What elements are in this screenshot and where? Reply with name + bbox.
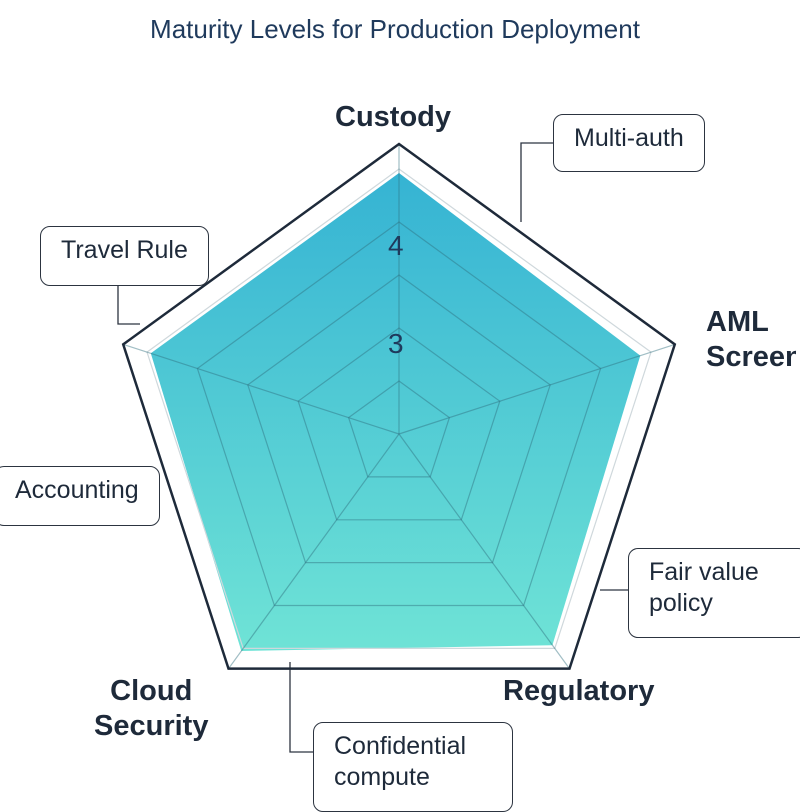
callout-multi-auth: Multi-auth <box>553 114 705 172</box>
axis-label-cloud-line1: Cloud <box>110 675 193 707</box>
tick-label-3: 3 <box>388 328 404 359</box>
chart-title: Maturity Levels for Production Deploymen… <box>150 14 640 44</box>
callout-confidential-line2: compute <box>334 763 430 792</box>
callout-fair-value-line1: Fair value <box>649 558 759 586</box>
grid-ring-3 <box>247 274 551 564</box>
callout-fair-value-line2: policy <box>649 589 713 618</box>
tick-label-4: 4 <box>388 230 404 261</box>
callout-accounting: Accounting <box>0 466 160 526</box>
radar-frame <box>121 142 677 670</box>
grid-ring-1 <box>347 380 451 478</box>
leader-confidential <box>289 662 313 753</box>
callout-confidential-line1: Confidential <box>334 732 467 760</box>
series-area-0 <box>150 173 641 651</box>
callout-fair-value: Fair value policy <box>628 548 800 638</box>
grid-ring-5 <box>146 168 652 650</box>
leader-multi-auth <box>520 142 553 222</box>
callout-leaders <box>117 142 628 753</box>
callout-confidential-compute: Confidential compute <box>313 722 513 812</box>
grid-ring-4 <box>196 221 602 607</box>
axis-spoke-2 <box>398 433 570 669</box>
axis-label-cloud-line2: Security <box>94 709 209 742</box>
axis-spoke-1 <box>398 343 675 435</box>
callout-travel-rule: Travel Rule <box>40 226 209 286</box>
grid-ring-2 <box>297 327 501 521</box>
axis-label-regulatory: Regulatory <box>503 675 655 707</box>
axis-label-aml-screen: AML Screen <box>706 306 796 373</box>
axis-label-cloud-security: Cloud Security <box>94 674 208 744</box>
axis-label-custody: Custody <box>335 101 451 133</box>
leader-travel-rule <box>117 286 140 325</box>
axis-spoke-3 <box>228 433 400 669</box>
axis-spoke-4 <box>123 343 400 435</box>
